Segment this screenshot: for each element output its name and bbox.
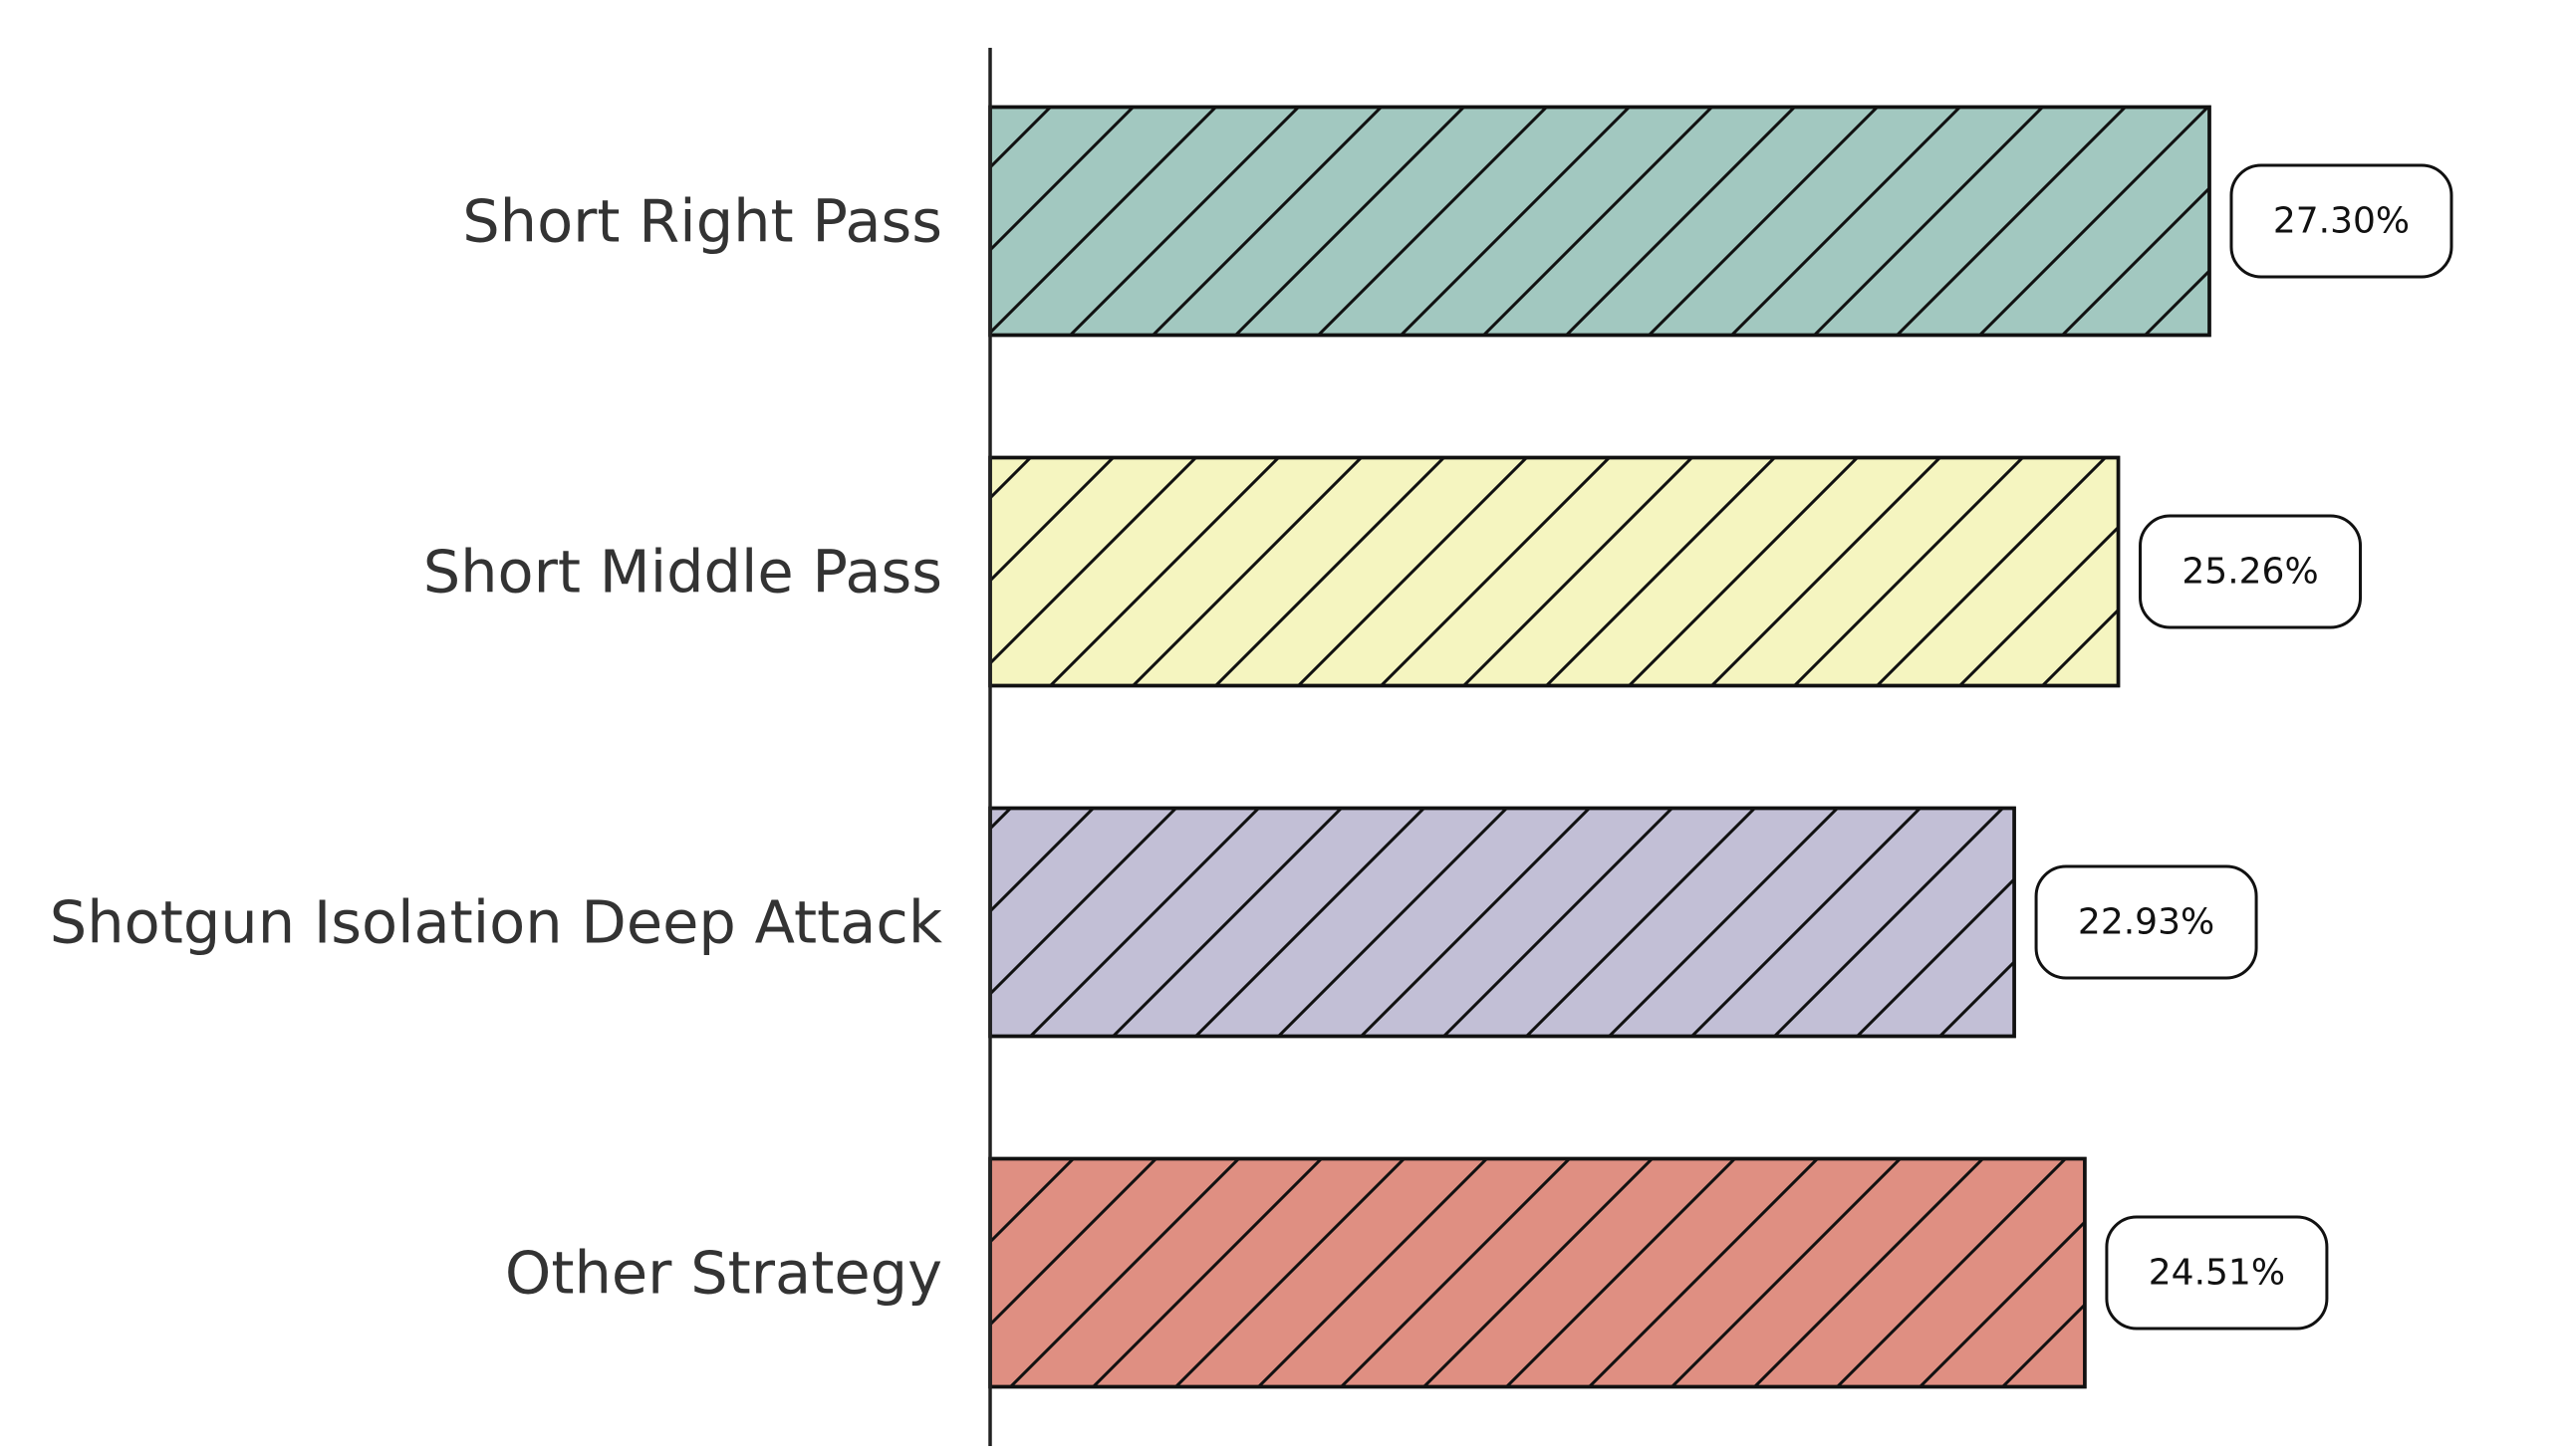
value-label-other-strategy: 24.51%: [2149, 1253, 2285, 1294]
value-box-short-middle-pass: [2139, 514, 2363, 629]
bar-hatch-short-middle-pass: [988, 455, 2121, 688]
category-label-shotgun-isolation-deep-attack: Shotgun Isolation Deep Attack: [50, 888, 942, 957]
value-label-short-right-pass: 27.30%: [2273, 201, 2410, 242]
value-box-shotgun-isolation-deep-attack: [2034, 864, 2258, 980]
value-labels: 27.30% 25.26% 22.93% 24.51%: [2034, 163, 2453, 1331]
value-box-short-right-pass: [2229, 163, 2453, 279]
bar-hatch-shotgun-isolation-deep-attack: [988, 806, 2016, 1039]
value-label-shotgun-isolation-deep-attack: 22.93%: [2078, 902, 2214, 943]
value-box-other-strategy: [2105, 1215, 2329, 1331]
category-label-short-right-pass: Short Right Pass: [462, 187, 942, 256]
value-label-short-middle-pass: 25.26%: [2182, 552, 2318, 593]
bar-hatch-other-strategy: [988, 1156, 2087, 1389]
category-label-other-strategy: Other Strategy: [505, 1239, 942, 1308]
bar-hatch-short-right-pass: [988, 105, 2211, 338]
bars-layer: [988, 105, 2211, 1389]
category-label-short-middle-pass: Short Middle Pass: [423, 538, 942, 607]
